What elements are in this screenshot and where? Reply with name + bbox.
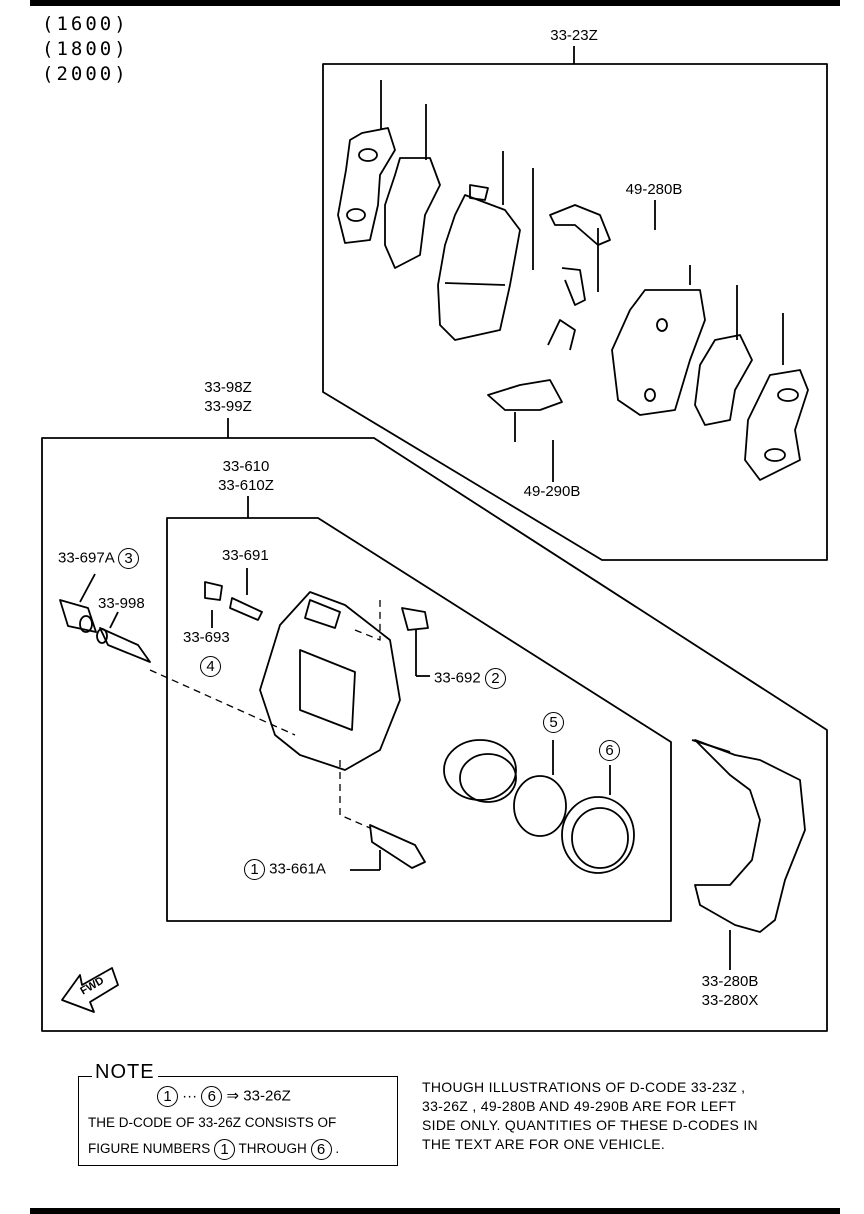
label-shim-set-a: 49-280B [625,181,683,198]
note-line3-n1: 1 [214,1139,236,1160]
inner-shim-2 [744,369,809,481]
pin-boot-ref: 3 [118,548,140,569]
slide-bolt-shape [369,824,426,869]
label-pin-boot: 33-697A 3 [58,548,140,569]
label-bleeder: 33-691 [222,547,269,564]
caliper-body-frame [166,517,672,922]
disclaimer-line-4: THE TEXT ARE FOR ONE VEHICLE. [422,1136,666,1152]
note-title: NOTE [92,1061,158,1084]
guide-pin-shape [99,627,151,663]
note-arrow: ⇒ [226,1087,240,1105]
label-caliper-body-1: 33-610 [222,458,270,475]
engine-1800: (1800) [42,38,129,60]
engine-2000: (2000) [42,63,129,85]
pin-boot-shape [59,599,97,633]
bolt-code: 33-661A [269,860,326,878]
label-bleeder-cap-ref: 4 [200,656,221,677]
label-pad-kit: 33-23Z [550,27,598,44]
label-bolt: 1 33-661A [244,859,326,880]
pad-clip-top [549,204,611,246]
bushing-ref: 2 [484,668,506,689]
label-mount-1: 33-280B [701,973,759,990]
note-line3-end: . [335,1141,340,1157]
label-guide-pin: 33-998 [98,595,145,612]
bleeder-cap-shape [204,581,223,601]
dust-boot-shape [561,796,635,874]
bottom-rule [30,1208,840,1214]
note-line-3: FIGURE NUMBERS 1 THROUGH 6 . [88,1139,339,1160]
fwd-arrow-icon [61,967,119,1013]
note-range: 1 ··· 6 ⇒ 33-26Z [157,1086,291,1107]
engine-1600: (1600) [42,13,129,35]
note-line-2: THE D-CODE OF 33-26Z CONSISTS OF [88,1115,337,1130]
outer-shim-2 [384,157,441,269]
note-range-dots: ··· [182,1087,198,1105]
label-piston-seal: 5 [543,712,564,733]
note-range-code: 33-26Z [243,1087,291,1105]
dust-boot-ref: 6 [599,740,620,761]
bushing-code: 33-692 [434,669,481,687]
bleeder-cap-ref: 4 [200,656,221,677]
bleeder-screw-shape [229,597,263,621]
label-caliper-assy-2: 33-99Z [204,398,252,415]
inner-shim [694,334,753,426]
disclaimer-line-1: THOUGH ILLUSTRATIONS OF D-CODE 33-23Z , [422,1079,746,1095]
outer-shim [337,127,396,244]
note-line3-pre: FIGURE NUMBERS [88,1141,211,1157]
label-bleeder-cap: 33-693 [183,629,230,646]
pad-clip-bottom [487,379,563,411]
note-line3-mid: THROUGH [238,1141,307,1157]
pin-boot-code: 33-697A [58,549,114,567]
piston-seal-ref: 5 [543,712,564,733]
note-range-from: 1 [157,1086,178,1107]
mount-bracket-shape [694,739,806,933]
top-rule [30,0,840,6]
label-caliper-assy-1: 33-98Z [204,379,252,396]
label-caliper-body-2: 33-610Z [218,477,274,494]
label-shim-set-b: 49-290B [523,483,581,500]
note-box [78,1076,398,1166]
note-range-to: 6 [201,1086,223,1107]
disclaimer: THOUGH ILLUSTRATIONS OF D-CODE 33-23Z , … [422,1078,802,1154]
disclaimer-line-3: SIDE ONLY. QUANTITIES OF THESE D-CODES I… [422,1117,758,1133]
label-bushing: 33-692 2 [434,668,506,689]
anti-rattle-spring-1 [561,267,586,306]
label-dust-boot: 6 [599,740,620,761]
piston-seal-shape [513,775,567,837]
bushing-shape [401,607,429,631]
label-mount-2: 33-280X [701,992,759,1009]
note-line3-n2: 6 [310,1139,332,1160]
piston-shape [443,739,517,801]
disclaimer-line-2: 33-26Z , 49-280B AND 49-290B ARE FOR LEF… [422,1098,737,1114]
bolt-ref: 1 [244,859,265,880]
outer-pad [437,194,521,341]
caliper-body-shape [259,591,401,771]
inner-pad [611,289,706,416]
caliper-assy-frame [41,437,828,1032]
anti-rattle-spring-2 [547,319,576,351]
pad-kit-frame [322,63,828,561]
